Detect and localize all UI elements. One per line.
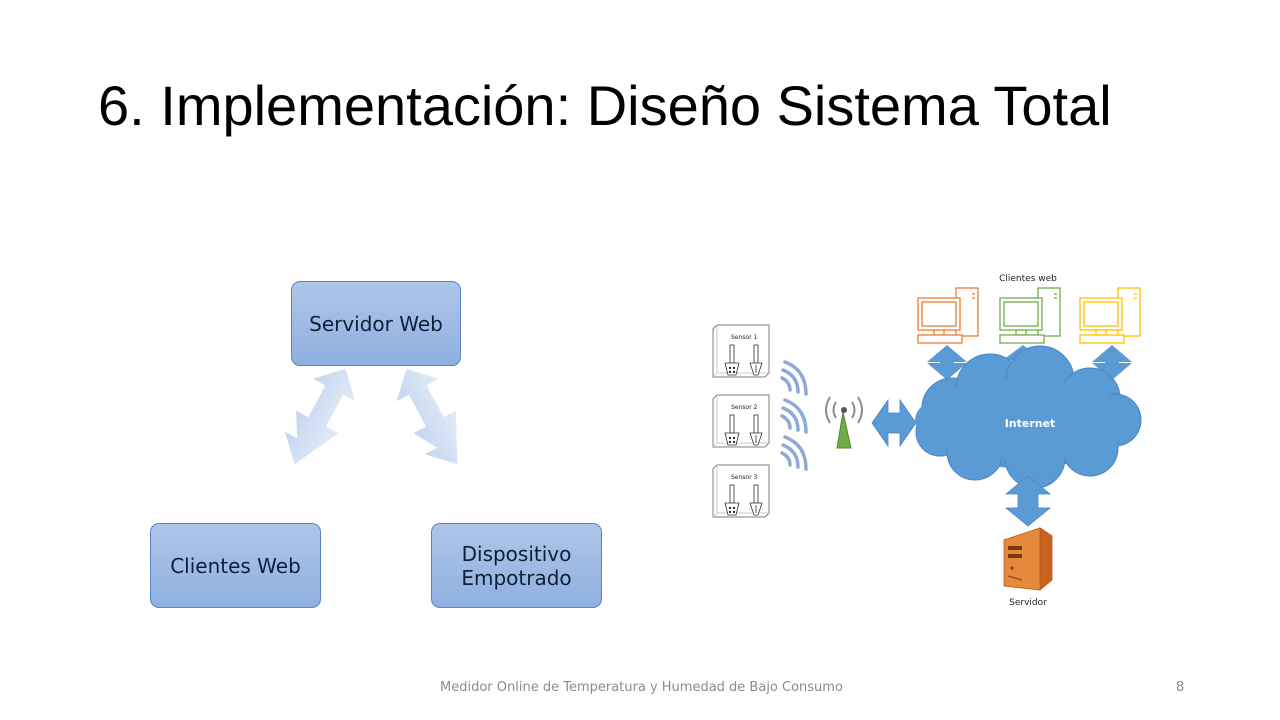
- cycle-arrow-right: [396, 368, 458, 465]
- wifi-signal-icon: [780, 398, 808, 434]
- internet-label: Internet: [1005, 417, 1056, 430]
- client-computer-icon-2: [999, 287, 1061, 344]
- client-computer-icon-3: [1079, 287, 1141, 344]
- sensor-1: Sensor 1: [712, 324, 770, 378]
- sensor-1-label: Sensor 1: [731, 334, 757, 341]
- node-dispositivo-empotrado: Dispositivo Empotrado: [431, 523, 602, 608]
- link-arrow-client-1: [927, 345, 967, 380]
- sensor-2: Sensor 2: [712, 394, 770, 448]
- link-arrow-antenna-internet: [871, 398, 917, 448]
- node-clientes-web-label: Clientes Web: [170, 553, 301, 578]
- clients-caption: Clientes web: [999, 274, 1057, 284]
- node-servidor-web-label: Servidor Web: [309, 311, 443, 336]
- antenna-icon: [825, 396, 863, 449]
- server-caption: Servidor: [1009, 598, 1047, 608]
- footer-text: Medidor Online de Temperatura y Humedad …: [440, 680, 843, 695]
- node-servidor-web: Servidor Web: [291, 281, 461, 366]
- node-clientes-web: Clientes Web: [150, 523, 321, 608]
- sensor-3: Sensor 3: [712, 464, 770, 518]
- node-dispositivo-empotrado-label: Dispositivo Empotrado: [461, 541, 572, 590]
- link-arrow-server: [1004, 475, 1052, 527]
- wifi-signal-icon: [780, 435, 808, 471]
- wifi-signal-icon: [780, 360, 808, 396]
- sensor-2-label: Sensor 2: [731, 404, 757, 411]
- internet-cloud-fill: [915, 380, 1135, 460]
- cycle-arrow-left: [284, 368, 356, 465]
- cycle-arrows: [284, 368, 458, 465]
- network-diagram: Sensor 1 Sensor 2 Sensor 3: [712, 274, 1142, 608]
- server-icon: [1003, 527, 1053, 591]
- sensor-3-label: Sensor 3: [731, 474, 757, 481]
- client-computer-icon-1: [917, 287, 979, 344]
- page-number: 8: [1176, 680, 1185, 695]
- slide-title: 6. Implementación: Diseño Sistema Total: [98, 74, 1112, 137]
